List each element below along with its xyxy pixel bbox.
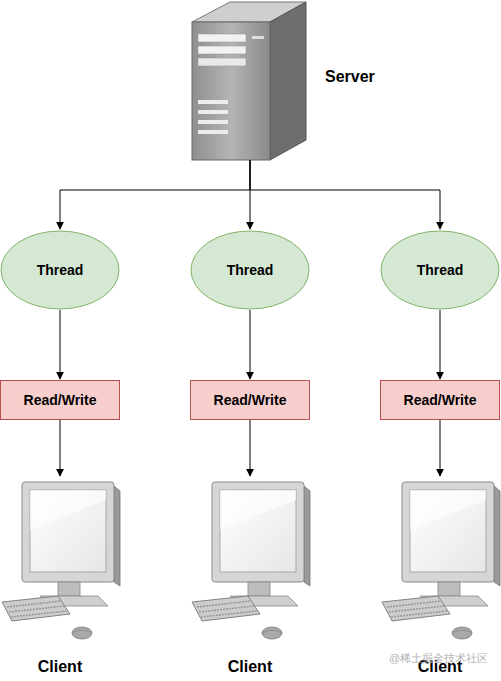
node-text-wrap: Read/Write [1, 381, 119, 419]
client-node: Client [190, 477, 310, 641]
node-text: Read/Write [214, 392, 287, 408]
read-write-box: Read/Write [0, 380, 120, 420]
connector-arrow [440, 310, 441, 379]
server-illustration [192, 2, 306, 160]
watermark: @稀土掘金技术社区 [389, 651, 488, 666]
node-label: Server [325, 68, 375, 86]
node-text-wrap: Read/Write [191, 381, 309, 419]
connector-arrow [60, 310, 61, 379]
read-write-box: Read/Write [190, 380, 310, 420]
text-column: Thread [417, 262, 464, 278]
node-text-wrap: Thread [190, 230, 310, 310]
node-text: Thread [37, 262, 84, 278]
node-label: Client [190, 658, 310, 676]
computer-illustration [2, 482, 120, 639]
connector-arrow [60, 420, 61, 476]
node-text-wrap: Thread [0, 230, 120, 310]
connector-arrow [60, 160, 250, 229]
connector-arrow [250, 160, 440, 229]
connector-arrow [250, 160, 251, 229]
computer-illustration [192, 482, 310, 639]
node-text: Thread [417, 262, 464, 278]
thread-ellipse: Thread [0, 230, 120, 310]
node-text-wrap: Read/Write [381, 381, 499, 419]
text-column: Read/Write [404, 392, 477, 408]
text-column: Read/Write [214, 392, 287, 408]
server-node: Server [190, 0, 310, 160]
text-column: Thread [227, 262, 274, 278]
client-node: Client [0, 477, 120, 641]
node-label: Client [0, 658, 120, 676]
node-text-wrap: Thread [380, 230, 500, 310]
text-column: Thread [37, 262, 84, 278]
connector-arrow [250, 420, 251, 476]
computer-illustration [382, 482, 500, 639]
thread-ellipse: Thread [190, 230, 310, 310]
connector-arrow [250, 310, 251, 379]
read-write-box: Read/Write [380, 380, 500, 420]
connector-arrow [440, 420, 441, 476]
node-text: Read/Write [24, 392, 97, 408]
node-text: Read/Write [404, 392, 477, 408]
node-text: Thread [227, 262, 274, 278]
client-node: Client [380, 477, 500, 641]
thread-ellipse: Thread [380, 230, 500, 310]
text-column: Read/Write [24, 392, 97, 408]
